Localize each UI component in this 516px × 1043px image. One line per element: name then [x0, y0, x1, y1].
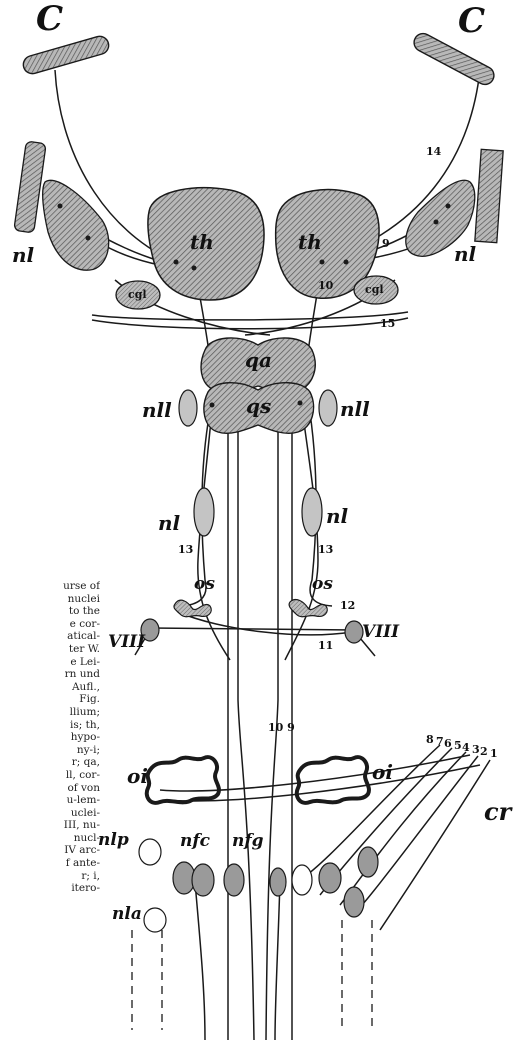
caption-line: itero-	[0, 882, 100, 895]
caption-line: f ante-	[0, 857, 100, 870]
num-15: 15	[380, 318, 395, 329]
nll-right-body	[319, 390, 337, 426]
label-qs: qs	[246, 396, 271, 416]
caption-line: is; th,	[0, 719, 100, 732]
caption-line: nuclei	[0, 593, 100, 606]
num-8: 8	[426, 734, 434, 745]
label-oi-left: oi	[127, 766, 148, 786]
nla-body	[144, 908, 166, 932]
label-th-left: th	[190, 232, 214, 252]
caption-line: Aufl.,	[0, 681, 100, 694]
label-nla: nla	[112, 906, 142, 923]
caption-line: e cor-	[0, 618, 100, 631]
label-viii-right: VIII	[362, 624, 399, 641]
tract-center-c	[266, 380, 278, 1040]
caption-line: uclei-	[0, 807, 100, 820]
label-viii-left: VIII	[108, 634, 145, 651]
right-nucleus-3	[344, 887, 364, 917]
num-12: 12	[340, 600, 355, 611]
num-7: 7	[436, 736, 444, 747]
oi-left-body	[147, 757, 219, 803]
right-nucleus-2	[358, 847, 378, 877]
oi-right-body	[297, 757, 369, 803]
label-nl-mid-right: nl	[326, 506, 348, 526]
caption-line: ll, cor-	[0, 769, 100, 782]
label-nfg: nfg	[232, 833, 264, 850]
num-4: 4	[462, 742, 470, 753]
nlp-body	[139, 839, 161, 865]
caption-line: urse of	[0, 580, 100, 593]
caption-line: e Lei-	[0, 656, 100, 669]
tract-right-outer	[285, 262, 322, 660]
label-qa: qa	[245, 350, 272, 370]
cortex-left	[21, 34, 111, 76]
label-c-left: C	[36, 2, 63, 36]
commissure-15	[92, 312, 408, 320]
num-10: 10	[318, 280, 333, 291]
caption-line: atical-	[0, 630, 100, 643]
label-nll-right: nll	[340, 399, 370, 419]
caption-line: to the	[0, 605, 100, 618]
caption-line: r; i,	[0, 870, 100, 883]
num-1: 1	[490, 748, 498, 759]
num-2: 2	[480, 746, 488, 757]
num-13-left: 13	[178, 544, 193, 555]
num-10-9: 10 9	[268, 722, 295, 733]
num-13-right: 13	[318, 544, 333, 555]
tract-left-outer	[195, 268, 230, 660]
label-nll-left: nll	[142, 400, 172, 420]
caption-line: u-lem-	[0, 794, 100, 807]
caption-line: ter W.	[0, 643, 100, 656]
tract-center-b	[238, 380, 254, 1040]
caption-line: rn und	[0, 668, 100, 681]
label-nlp: nlp	[98, 832, 129, 849]
nl-mid-left-body	[194, 488, 214, 536]
caption-line: IV arc-	[0, 844, 100, 857]
cortex-block-right	[475, 149, 503, 242]
caption-line: nucl-	[0, 832, 100, 845]
caption-line: ny-i;	[0, 744, 100, 757]
label-nl-mid-left: nl	[158, 513, 180, 533]
label-c-right: C	[458, 4, 485, 38]
nfg-fiber	[275, 880, 280, 1040]
label-cgl-right: cgl	[365, 284, 384, 295]
label-os-left: os	[194, 576, 215, 593]
label-nl-top-right: nl	[454, 244, 476, 264]
label-os-right: os	[312, 576, 333, 593]
num-11: 11	[318, 640, 333, 651]
label-nl-top-left: nl	[12, 245, 34, 265]
num-9: 9	[382, 238, 390, 249]
label-cgl-left: cgl	[128, 289, 147, 300]
viii-link	[150, 628, 355, 630]
nfg-body-1	[224, 864, 244, 896]
num-5: 5	[454, 740, 462, 751]
cortex-block-left-1	[14, 141, 46, 233]
num-3: 3	[472, 744, 480, 755]
caption-line: of von	[0, 782, 100, 795]
caption-line: III, nu-	[0, 819, 100, 832]
caption-line: Fig.	[0, 693, 100, 706]
viii-right-body	[345, 621, 363, 643]
right-nucleus-1	[319, 863, 341, 893]
nfc-fiber	[195, 882, 205, 1040]
nl-mid-right-body	[302, 488, 322, 536]
os-right-body	[289, 600, 327, 617]
center-nucleus-white	[292, 865, 312, 895]
caption-line: r; qa,	[0, 756, 100, 769]
label-th-right: th	[298, 232, 322, 252]
nl-left-block	[43, 180, 109, 270]
nfc-body-2	[192, 864, 214, 896]
label-nfc: nfc	[180, 833, 210, 850]
os-left-body	[174, 600, 211, 617]
num-14: 14	[426, 146, 441, 157]
caption-line: llium;	[0, 706, 100, 719]
label-cr: cr	[484, 800, 511, 824]
nfg-body-2	[270, 868, 286, 896]
label-oi-right: oi	[372, 762, 393, 782]
caption-line: hypo-	[0, 731, 100, 744]
oi-cross-2	[165, 765, 480, 801]
num-6: 6	[444, 738, 452, 749]
nll-left-body	[179, 390, 197, 426]
